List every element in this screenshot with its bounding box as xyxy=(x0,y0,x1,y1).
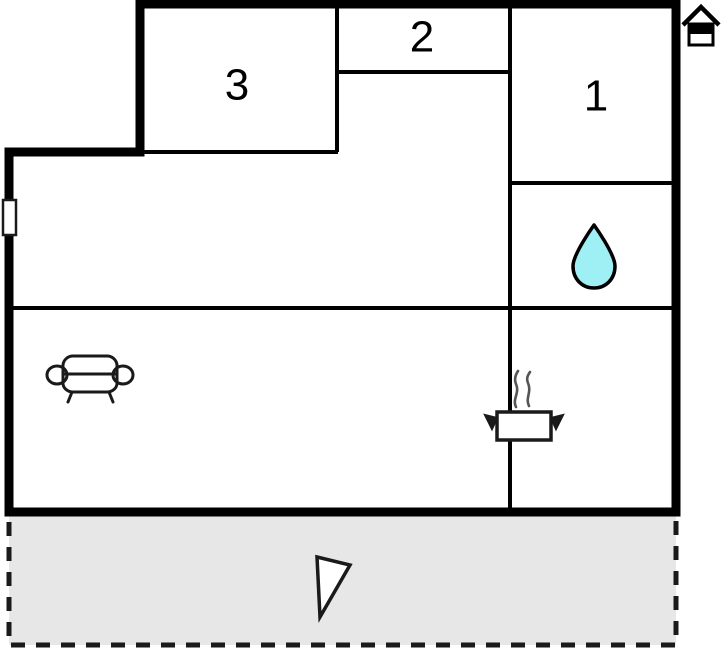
pot-handle-right xyxy=(549,413,565,432)
house-compass-icon xyxy=(681,3,721,47)
sofa-arm-left xyxy=(45,364,69,386)
sofa-backrest xyxy=(61,354,119,376)
north-arrow-glyph xyxy=(315,554,353,624)
window-icon xyxy=(1,198,18,237)
exterior-walls xyxy=(4,0,681,517)
sofa-leg-left xyxy=(66,390,74,404)
pot-handle-left xyxy=(483,413,499,432)
pot-steam-left xyxy=(513,369,520,409)
sofa-arm-right xyxy=(111,364,135,386)
pot-steam-right xyxy=(525,370,532,408)
north-arrow-icon xyxy=(315,554,353,624)
pot-body xyxy=(495,410,553,442)
room-label-2: 2 xyxy=(410,13,434,62)
house-body-fill xyxy=(689,24,713,34)
sofa-icon xyxy=(45,354,135,404)
water-drop-glyph xyxy=(571,223,617,290)
cooking-pot-icon xyxy=(483,369,565,442)
room-label-1: 1 xyxy=(584,72,608,121)
house-roof xyxy=(681,3,721,27)
room-labels: 3 2 1 xyxy=(225,13,608,121)
water-drop-icon xyxy=(571,223,617,290)
sofa-leg-right xyxy=(107,390,115,404)
window-glyph xyxy=(1,198,18,237)
room-label-3: 3 xyxy=(225,61,249,110)
sofa-seat xyxy=(61,372,119,394)
